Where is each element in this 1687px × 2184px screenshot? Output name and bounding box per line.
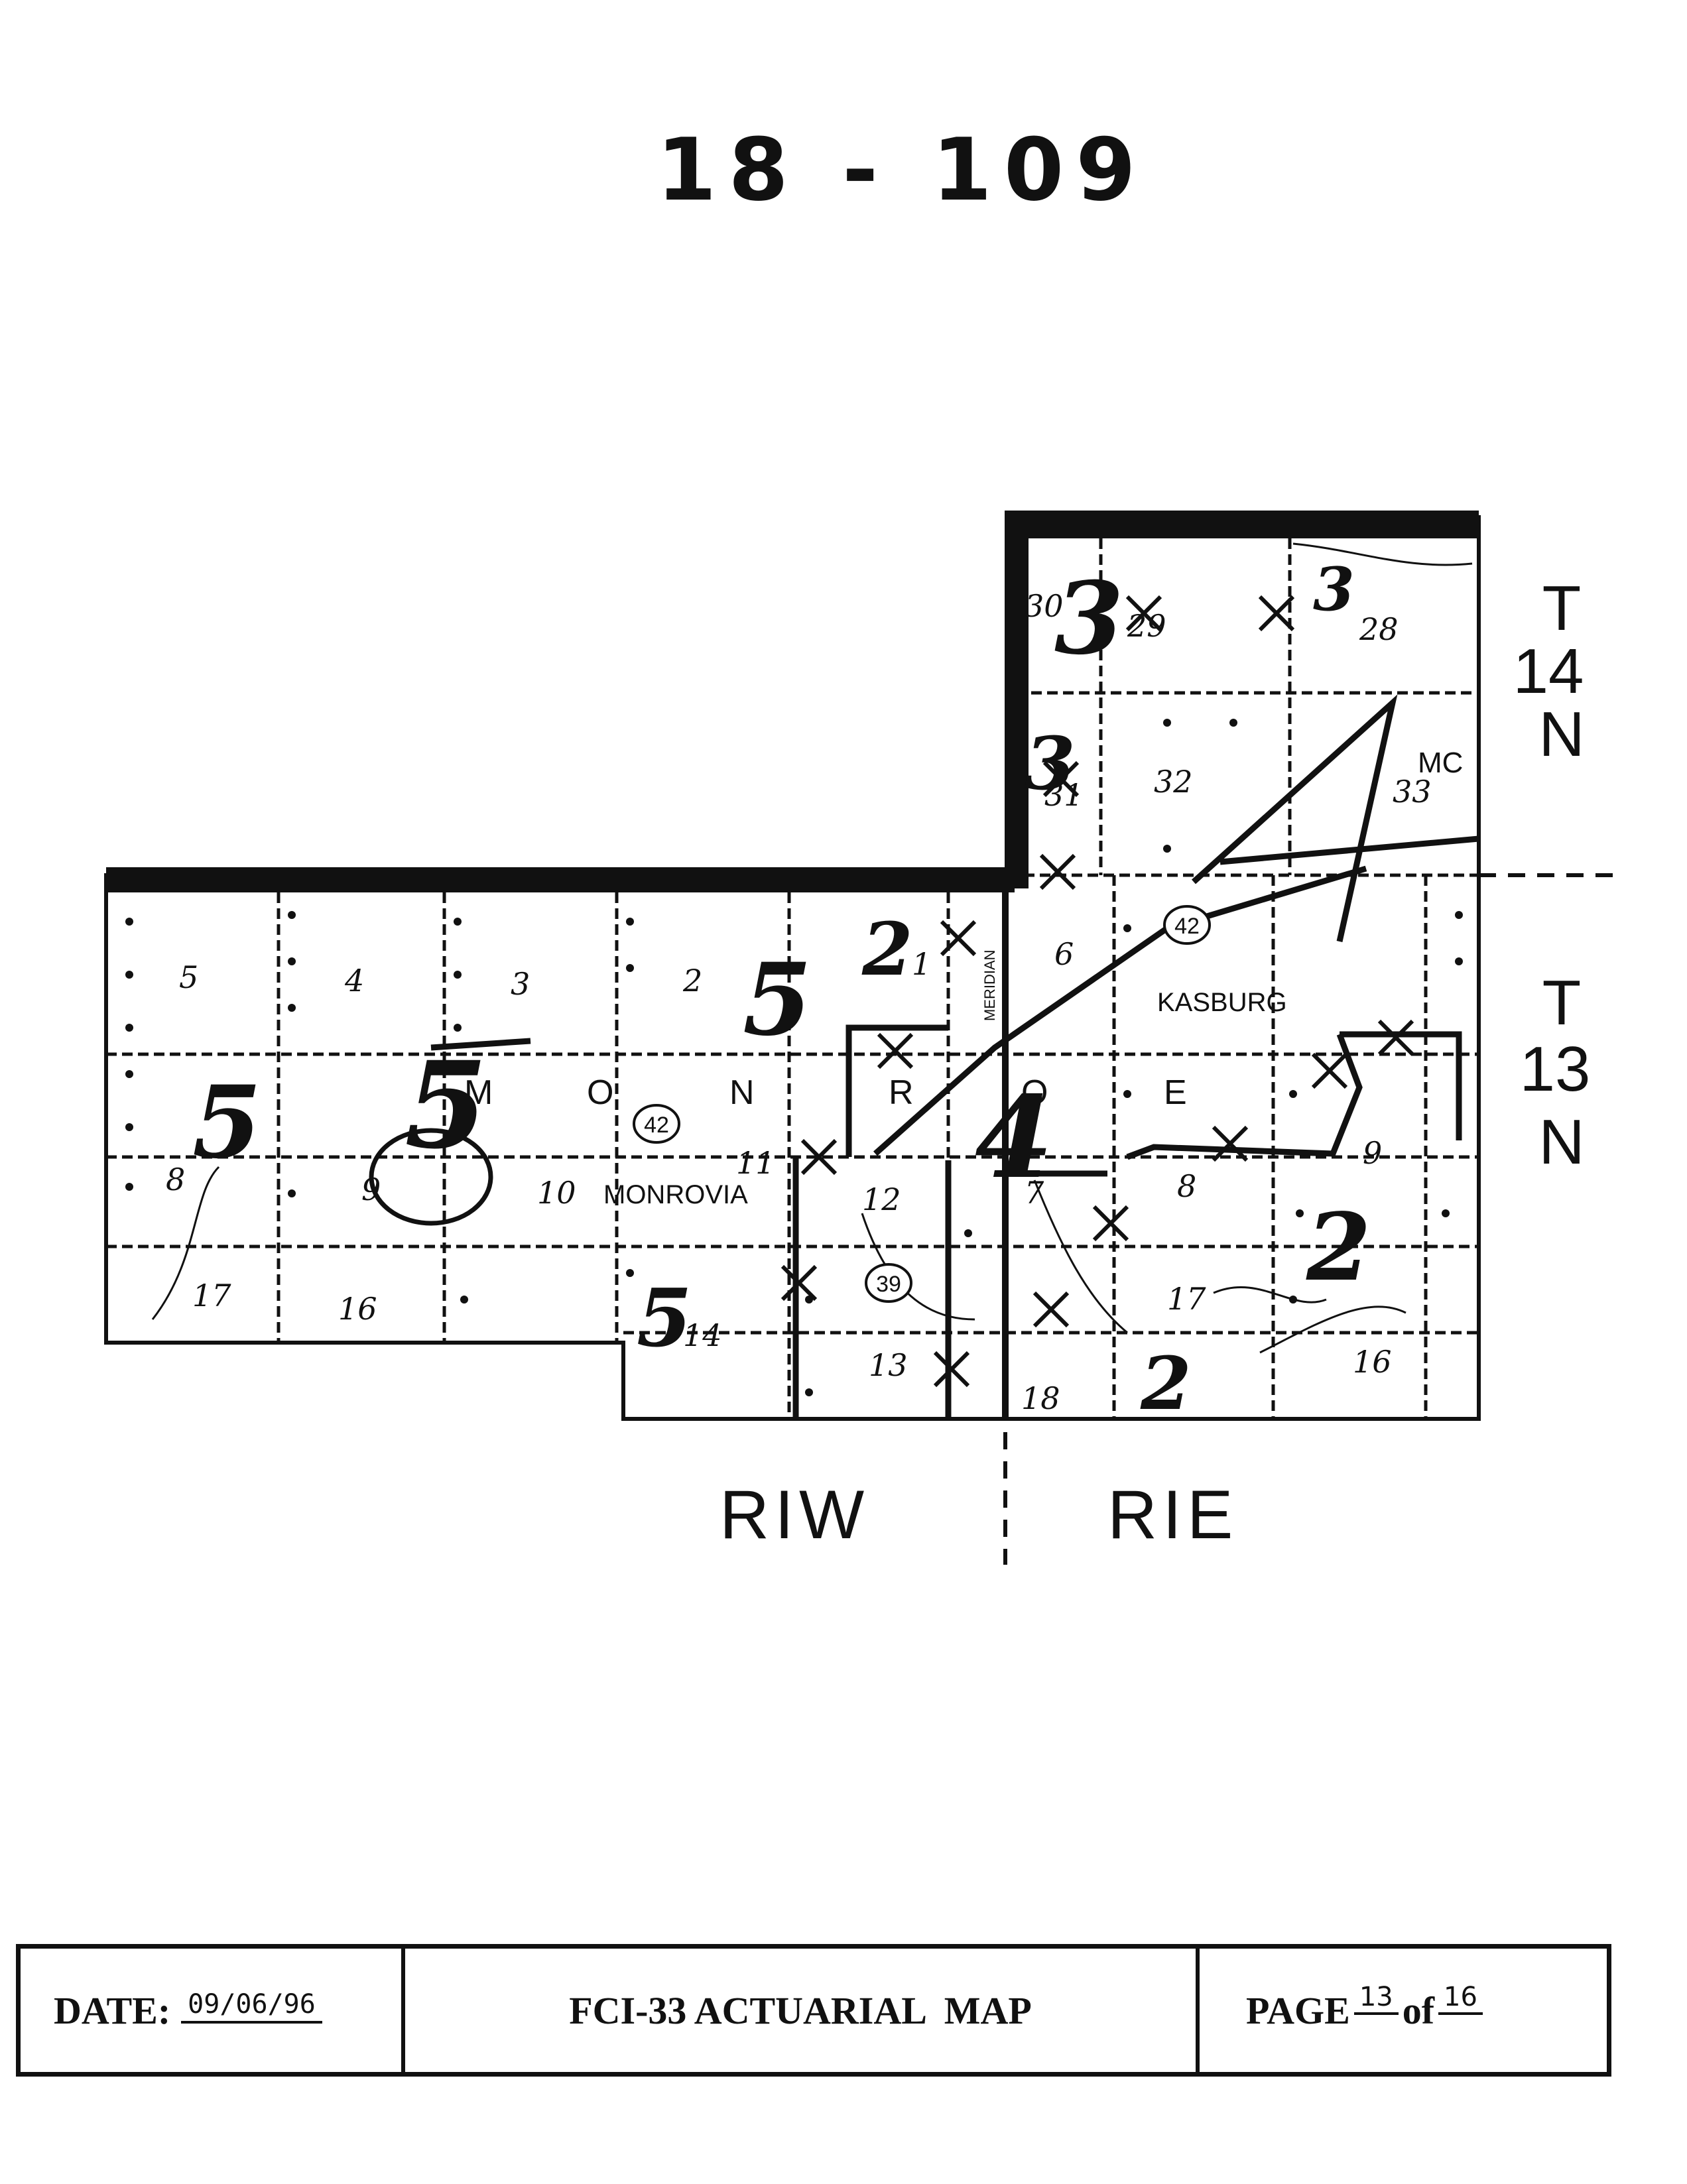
rate-number: 3 bbox=[1054, 560, 1123, 677]
section-number: 5 bbox=[179, 959, 198, 995]
svg-text:42: 42 bbox=[1174, 914, 1200, 939]
map-title: FCI-33 ACTUARIAL MAP bbox=[569, 1988, 1032, 2032]
streams bbox=[151, 542, 1473, 1354]
section-number: 12 bbox=[862, 1182, 901, 1217]
section-number: 11 bbox=[736, 1145, 775, 1181]
date-cell: DATE: 09/06/96 bbox=[21, 1949, 405, 2072]
svg-text:T: T bbox=[1542, 573, 1582, 644]
svg-text:13: 13 bbox=[1520, 1034, 1591, 1105]
page-cell: PAGE 13 of 16 bbox=[1200, 1949, 1607, 2072]
section-number: 8 bbox=[1177, 1168, 1196, 1204]
county-letter: R bbox=[889, 1073, 914, 1112]
section-number: 33 bbox=[1393, 774, 1432, 810]
route-shield-42-east: 42 bbox=[1163, 905, 1211, 945]
rate-number: 5 bbox=[192, 1064, 261, 1181]
rate-number: 5 bbox=[637, 1272, 692, 1365]
rate-number: 2 bbox=[861, 906, 913, 992]
date-value: 09/06/96 bbox=[181, 1989, 322, 2024]
county-letter: N bbox=[729, 1073, 755, 1112]
rate-number: 3 bbox=[1313, 554, 1355, 625]
map-dots bbox=[125, 719, 1463, 1396]
township-label-14n: T 14 N bbox=[1513, 573, 1585, 770]
section-number: 7 bbox=[1025, 1175, 1044, 1211]
page-total: 16 bbox=[1438, 1982, 1483, 2015]
county-letter: O bbox=[1021, 1073, 1048, 1112]
section-number: 16 bbox=[338, 1291, 377, 1327]
county-letter: O bbox=[587, 1073, 613, 1112]
svg-text:42: 42 bbox=[644, 1113, 669, 1138]
svg-text:39: 39 bbox=[876, 1272, 901, 1297]
rate-number: 4 bbox=[975, 1071, 1053, 1204]
section-number: 9 bbox=[361, 1172, 381, 1207]
section-number: 31 bbox=[1044, 777, 1084, 813]
township-label-13n: T 13 N bbox=[1520, 967, 1591, 1178]
rate-number: 2 bbox=[1140, 1341, 1192, 1426]
page-number: 13 bbox=[1353, 1982, 1399, 2015]
rate-number: 5 bbox=[405, 1036, 487, 1176]
boundary-x-marks bbox=[781, 595, 1414, 1388]
page-label: PAGE bbox=[1246, 1988, 1350, 2032]
county-letter: E bbox=[1164, 1073, 1187, 1112]
route-shield-42-west: 42 bbox=[633, 1104, 680, 1144]
rate-number: 2 bbox=[1306, 1193, 1371, 1302]
range-label-west: RIW bbox=[719, 1477, 869, 1553]
rate-zone-loop bbox=[369, 1128, 493, 1226]
section-number: 16 bbox=[1353, 1344, 1392, 1380]
svg-text:N: N bbox=[1538, 699, 1584, 770]
meridian-label: MERIDIAN bbox=[981, 949, 998, 1021]
section-number: 32 bbox=[1154, 764, 1193, 800]
north-boundary-east bbox=[1007, 511, 1479, 538]
place-monrovia: MONROVIA bbox=[603, 1180, 748, 1209]
section-number: 6 bbox=[1054, 936, 1074, 972]
date-label: DATE: bbox=[54, 1988, 171, 2032]
section-number: 18 bbox=[1021, 1380, 1060, 1416]
actuarial-map: 42 42 39 MONROVIA KASBURG MC MERIDIAN M … bbox=[104, 511, 1618, 1565]
section-number: 17 bbox=[1167, 1281, 1206, 1317]
section-number: 17 bbox=[192, 1278, 231, 1313]
map-footer: DATE: 09/06/96 FCI-33 ACTUARIAL MAP PAGE… bbox=[16, 1944, 1611, 2077]
page-id: 18 - 109 bbox=[656, 119, 1148, 220]
section-number: 29 bbox=[1127, 608, 1166, 644]
section-number: 9 bbox=[1363, 1135, 1382, 1171]
section-number: 30 bbox=[1025, 588, 1064, 624]
title-cell: FCI-33 ACTUARIAL MAP bbox=[405, 1949, 1200, 2072]
section-number: 28 bbox=[1359, 611, 1399, 647]
county-letter: M bbox=[464, 1073, 493, 1112]
section-number: 13 bbox=[869, 1347, 908, 1383]
section-number: 1 bbox=[912, 946, 931, 982]
of-label: of bbox=[1402, 1988, 1435, 2032]
rate-zone-lines bbox=[430, 694, 1479, 1419]
svg-text:T: T bbox=[1542, 967, 1582, 1038]
rate-number: 5 bbox=[743, 941, 812, 1058]
rate-number: 3 bbox=[1025, 721, 1076, 806]
boundary-step bbox=[1005, 511, 1029, 888]
range-label-east: RIE bbox=[1107, 1477, 1238, 1553]
route-shield-39: 39 bbox=[865, 1263, 912, 1303]
section-number: 14 bbox=[683, 1317, 722, 1353]
section-number: 8 bbox=[166, 1162, 185, 1197]
svg-text:N: N bbox=[1538, 1107, 1584, 1178]
place-kasburg: KASBURG bbox=[1157, 988, 1287, 1017]
section-number: 2 bbox=[682, 963, 702, 999]
place-mc: MC bbox=[1418, 747, 1463, 779]
section-number: 4 bbox=[344, 963, 364, 999]
section-number: 10 bbox=[537, 1175, 576, 1211]
section-number: 3 bbox=[511, 966, 530, 1002]
north-boundary-west bbox=[106, 867, 1015, 892]
svg-text:14: 14 bbox=[1513, 636, 1584, 707]
